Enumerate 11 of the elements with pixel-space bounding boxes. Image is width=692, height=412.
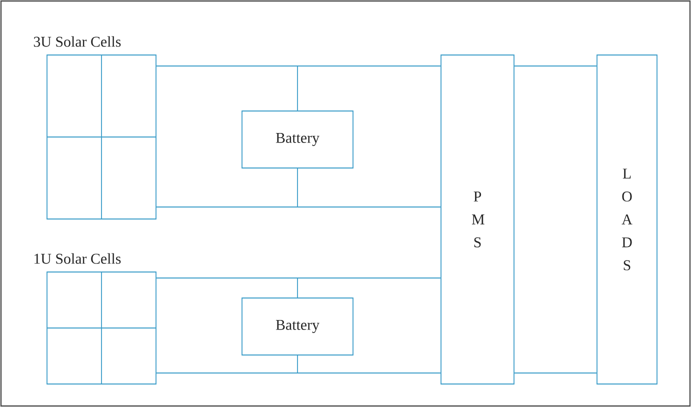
connector-line (297, 66, 441, 111)
connector-line (156, 206, 441, 208)
block-box: P M S (440, 54, 514, 384)
panel-heading: 1U Solar Cells (34, 253, 121, 264)
battery-box: Battery (242, 110, 354, 168)
panel-heading: 3U Solar Cells (34, 36, 121, 47)
connector-line (156, 372, 441, 374)
battery-box: Battery (242, 298, 354, 356)
connector-line (514, 372, 597, 374)
block-box: L O A D S (596, 54, 658, 384)
connector-line (297, 278, 441, 298)
